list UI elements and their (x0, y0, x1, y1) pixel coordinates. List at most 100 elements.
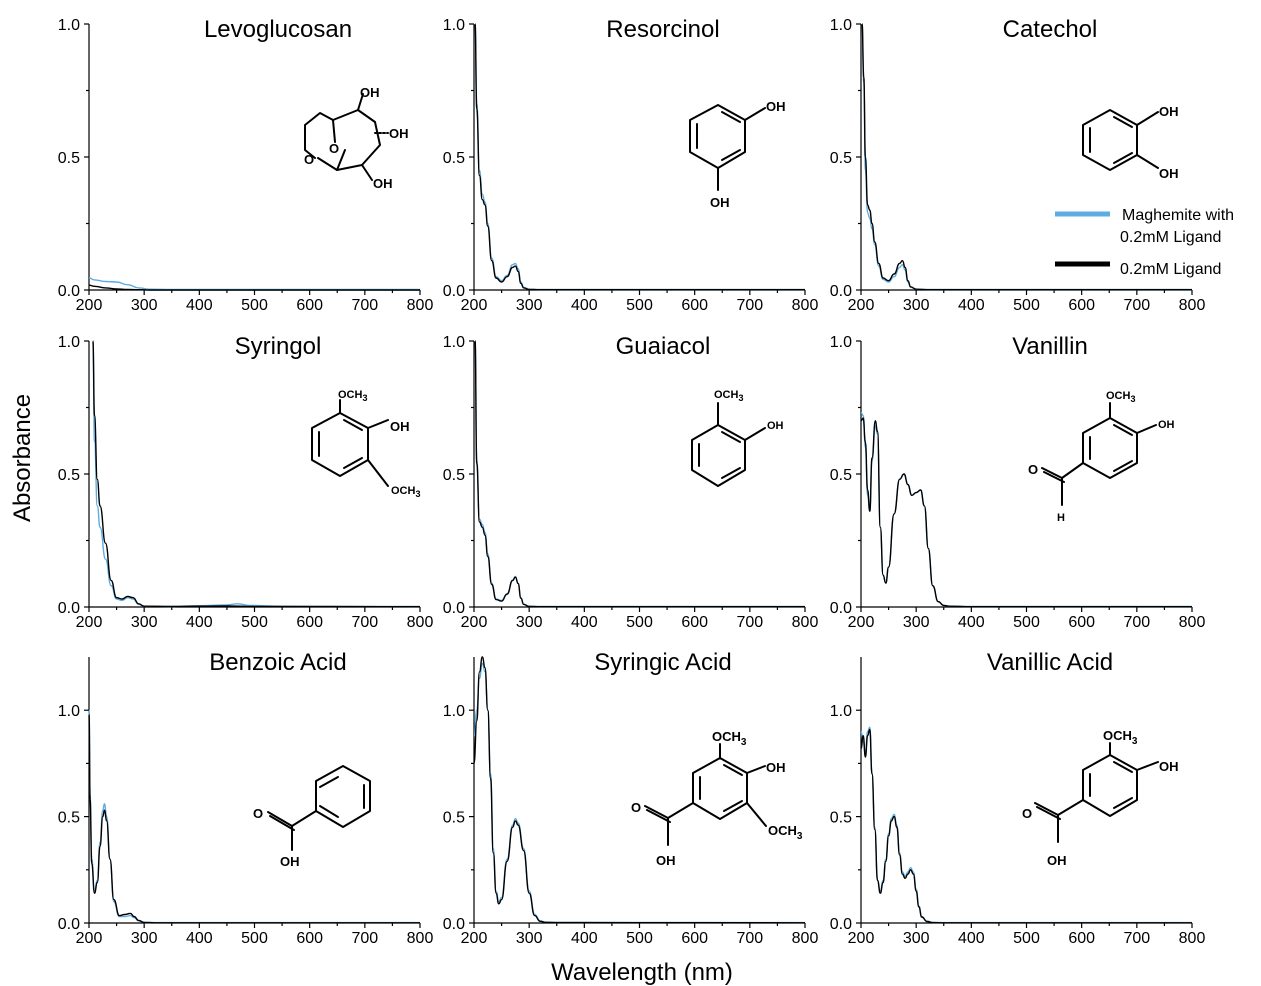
x-tick-label: 300 (516, 614, 543, 631)
atom-o: O (631, 800, 641, 815)
series-line-maghemite (861, 23, 1192, 291)
x-tick-label: 300 (516, 930, 543, 947)
x-tick-label: 800 (1179, 614, 1206, 631)
y-tick-label: 0.0 (830, 916, 852, 933)
series-line-ligand (860, 417, 1192, 608)
series-line-maghemite (473, 662, 806, 924)
chart-title: Benzoic Acid (209, 649, 346, 676)
y-tick-label: 0.5 (830, 810, 852, 827)
x-tick-label: 400 (571, 930, 598, 947)
x-tick-label: 200 (461, 930, 488, 947)
atom-oh: OH (390, 419, 410, 434)
structure-guaiacol: OCH3 OH (691, 389, 784, 487)
structure-syringol: OCH3 OH OCH3 (311, 389, 420, 499)
y-tick-label: 0.5 (830, 150, 852, 167)
x-tick-label: 400 (186, 297, 213, 314)
x-tick-label: 800 (407, 930, 434, 947)
y-tick-label: 0.0 (58, 283, 80, 300)
y-tick-label: 0.0 (443, 916, 465, 933)
series-line-ligand (860, 728, 1192, 924)
y-tick-label: 1.0 (58, 334, 80, 351)
x-tick-label: 800 (1179, 930, 1206, 947)
x-tick-label: 200 (461, 297, 488, 314)
series-line-maghemite (860, 726, 1192, 924)
x-tick-label: 600 (1068, 930, 1095, 947)
x-tick-label: 500 (241, 297, 268, 314)
structure-resorcinol: OH OH (689, 99, 786, 210)
atom-oh: OH (1047, 853, 1067, 868)
x-tick-label: 600 (296, 930, 323, 947)
y-tick-label: 0.0 (830, 283, 852, 300)
y-tick-label: 1.0 (443, 334, 465, 351)
chart-title: Levoglucosan (204, 16, 352, 43)
series-line-maghemite (474, 340, 805, 608)
x-tick-label: 700 (1123, 930, 1150, 947)
series-line-ligand (861, 23, 1192, 291)
structure-syringic-acid: OCH3 OH OCH3 O OH (631, 729, 803, 868)
y-tick-label: 0.0 (443, 600, 465, 617)
x-tick-label: 500 (1013, 614, 1040, 631)
x-tick-label: 600 (681, 930, 708, 947)
x-tick-label: 200 (848, 930, 875, 947)
chart-title: Vanillic Acid (987, 649, 1113, 676)
series-line-maghemite (860, 412, 1192, 608)
x-tick-label: 500 (626, 930, 653, 947)
x-tick-label: 200 (848, 297, 875, 314)
series-line-ligand (88, 284, 420, 291)
y-tick-label: 1.0 (830, 703, 852, 720)
y-tick-label: 0.0 (443, 283, 465, 300)
chart-title: Vanillin (1012, 333, 1088, 360)
y-tick-label: 0.5 (58, 150, 80, 167)
x-tick-label: 300 (903, 297, 930, 314)
x-tick-label: 400 (958, 297, 985, 314)
y-tick-label: 0.5 (443, 467, 465, 484)
x-tick-label: 400 (571, 297, 598, 314)
x-tick-label: 700 (351, 297, 378, 314)
x-tick-label: 400 (186, 930, 213, 947)
atom-oh: OH (656, 853, 676, 868)
atom-h: H (1057, 512, 1065, 524)
series-line-maghemite (88, 277, 420, 291)
atom-oh: OH (1159, 759, 1179, 774)
atom-oh: OH (766, 99, 786, 114)
atom-oh: OH (1158, 419, 1175, 431)
x-tick-label: 300 (903, 614, 930, 631)
x-tick-label: 400 (571, 614, 598, 631)
chart-title: Resorcinol (606, 16, 719, 43)
chart-title: Catechol (1003, 16, 1098, 43)
x-tick-label: 300 (516, 297, 543, 314)
x-tick-label: 500 (1013, 297, 1040, 314)
atom-oh: OH (766, 760, 786, 775)
atom-och3: OCH3 (714, 389, 743, 403)
y-tick-label: 0.0 (830, 600, 852, 617)
y-tick-label: 0.5 (443, 810, 465, 827)
chart-title: Syringol (235, 333, 322, 360)
atom-oh: OH (710, 195, 730, 210)
x-tick-label: 800 (792, 614, 819, 631)
x-tick-label: 700 (736, 297, 763, 314)
structure-vanillin: OCH3 OH O H (1028, 390, 1175, 524)
atom-och3: OCH3 (338, 389, 367, 403)
x-tick-label: 800 (407, 297, 434, 314)
x-tick-label: 600 (296, 614, 323, 631)
x-tick-label: 200 (76, 297, 103, 314)
y-tick-label: 1.0 (58, 17, 80, 34)
x-tick-label: 300 (131, 930, 158, 947)
x-tick-label: 800 (407, 614, 434, 631)
atom-och3: OCH3 (1106, 390, 1135, 404)
atom-oh: OH (389, 126, 409, 141)
x-tick-label: 700 (736, 614, 763, 631)
atom-oh: OH (767, 420, 784, 432)
atom-oh: OH (1159, 104, 1179, 119)
y-tick-label: 0.5 (830, 467, 852, 484)
atom-o: O (253, 806, 263, 821)
x-axis-label: Wavelength (nm) (551, 959, 733, 986)
x-tick-label: 500 (241, 930, 268, 947)
series-line-ligand (88, 713, 420, 924)
x-tick-label: 600 (681, 614, 708, 631)
